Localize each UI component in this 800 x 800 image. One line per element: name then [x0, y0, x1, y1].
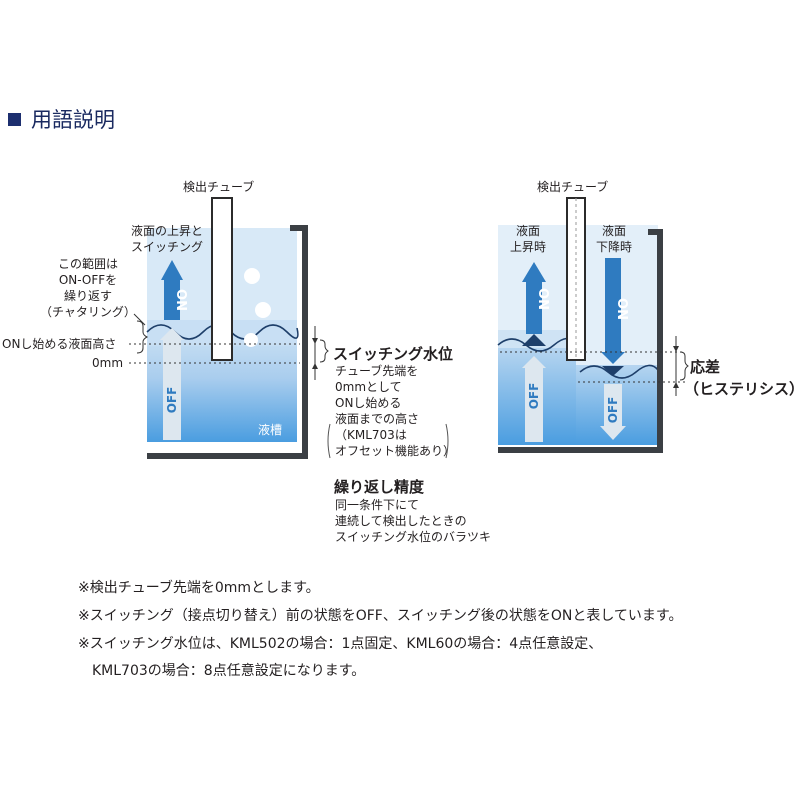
left-rise-label: 液面の上昇と スイッチング: [131, 223, 203, 255]
range-label-line: この範囲は: [57, 257, 118, 271]
note-1: ※検出チューブ先端を0mmとします。: [78, 580, 320, 596]
switch-bracket: [319, 339, 329, 363]
left-off-arrow-head: [160, 328, 184, 340]
rise-label-line: スイッチング: [131, 240, 204, 254]
left-on-text: ON: [173, 289, 188, 311]
hys-bracket: [679, 351, 689, 381]
left-off-text: OFF: [165, 387, 179, 414]
paren-left: [327, 423, 331, 459]
falling-label: 液面 下降時: [596, 223, 632, 255]
left-detection-tube: [211, 197, 233, 361]
switch-desc-line: 液面までの高さ: [335, 412, 420, 426]
right-on-down-text: ON: [614, 298, 629, 320]
rising-label: 液面 上昇時: [510, 223, 546, 255]
right-diagram: ON OFF ON OFF: [497, 197, 689, 453]
section-heading: 用語説明: [8, 104, 115, 134]
hys-arrow-up: [673, 382, 679, 388]
left-tube-label: 検出チューブ: [183, 180, 255, 194]
repeat-title: 繰り返し精度: [334, 478, 425, 496]
left-diagram: ON OFF: [129, 197, 449, 459]
right-on-up-arrow: [526, 282, 542, 334]
left-on-arrow-head: [161, 260, 183, 280]
switch-desc: チューブ先端を 0mmとして ONし始める 液面までの高さ （KML703は オ…: [335, 363, 455, 459]
left-on-arrow: [164, 280, 180, 320]
right-on-up-text: ON: [535, 288, 550, 310]
range-label-line: （チャタリング）: [40, 305, 136, 319]
note-2: ※スイッチング（接点切り替え）前の状態をOFF、スイッチング後の状態をONと表し…: [78, 608, 683, 624]
tank-label: 液槽: [258, 423, 283, 437]
repeat-desc-line: スイッチング水位のバラツキ: [335, 530, 492, 544]
right-off-down-arrow-head: [600, 426, 626, 440]
on-start-label: ONし始める液面高さ: [2, 337, 117, 351]
right-on-up-arrow-head: [522, 262, 546, 282]
switch-arrow-up: [312, 363, 318, 369]
switch-arrow-down: [312, 338, 318, 344]
rising-label-line: 液面: [516, 224, 541, 238]
rising-label-line: 上昇時: [510, 240, 547, 254]
right-rise-switch-marker: [522, 334, 546, 346]
left-tank-wall: [147, 225, 308, 459]
right-on-down-arrow: [605, 258, 621, 352]
range-bracket: [136, 320, 149, 354]
heading-text: 用語説明: [31, 108, 115, 132]
bubble: [244, 333, 258, 347]
right-fall-switch-marker: [602, 366, 624, 376]
repeat-desc: 同一条件下にて 連続して検出したときの スイッチング水位のバラツキ: [335, 497, 491, 545]
switch-desc-line: チューブ先端を: [335, 364, 419, 378]
switch-title: スイッチング水位: [333, 345, 454, 363]
switch-desc-line: ONし始める: [335, 396, 402, 410]
bubble: [244, 268, 260, 284]
switch-desc-line: オフセット機能あり）: [335, 444, 456, 458]
switch-desc-line: 0mmとして: [335, 380, 402, 394]
range-label-line: 繰り返す: [63, 289, 112, 303]
note-4: KML703の場合：8点任意設定になります。: [92, 663, 366, 679]
right-off-down-text: OFF: [606, 397, 620, 424]
falling-label-line: 下降時: [596, 240, 633, 254]
repeat-desc-line: 同一条件下にて: [335, 498, 420, 512]
right-tube-label: 検出チューブ: [537, 180, 609, 194]
range-label-line: ON-OFFを: [58, 273, 118, 287]
right-off-up-arrow-head: [522, 356, 546, 368]
right-off-up-arrow: [525, 368, 543, 442]
hys-arrow-down: [673, 346, 679, 352]
hysteresis-sub: （ヒステリシス）: [684, 380, 800, 398]
hysteresis-title: 応差: [690, 358, 721, 376]
falling-label-line: 液面: [602, 224, 627, 238]
heading-square-icon: [8, 113, 21, 126]
bubble: [255, 302, 271, 318]
right-wave-fall: [579, 364, 659, 379]
range-leader: [133, 313, 146, 326]
left-off-arrow: [163, 340, 181, 440]
zero-label: 0mm: [92, 356, 124, 370]
right-off-down-arrow: [604, 384, 622, 426]
right-on-down-arrow-head: [601, 352, 625, 364]
right-tank-wall: [498, 229, 663, 453]
range-label: この範囲は ON-OFFを 繰り返す （チャタリング）: [33, 256, 143, 320]
switch-desc-line: （KML703は: [335, 428, 407, 442]
rise-label-line: 液面の上昇と: [131, 224, 204, 238]
paren-right: [445, 423, 449, 459]
right-off-up-text: OFF: [527, 383, 541, 410]
repeat-desc-line: 連続して検出したときの: [335, 514, 467, 528]
note-3: ※スイッチング水位は、KML502の場合：1点固定、KML60の場合：4点任意設…: [78, 636, 603, 652]
